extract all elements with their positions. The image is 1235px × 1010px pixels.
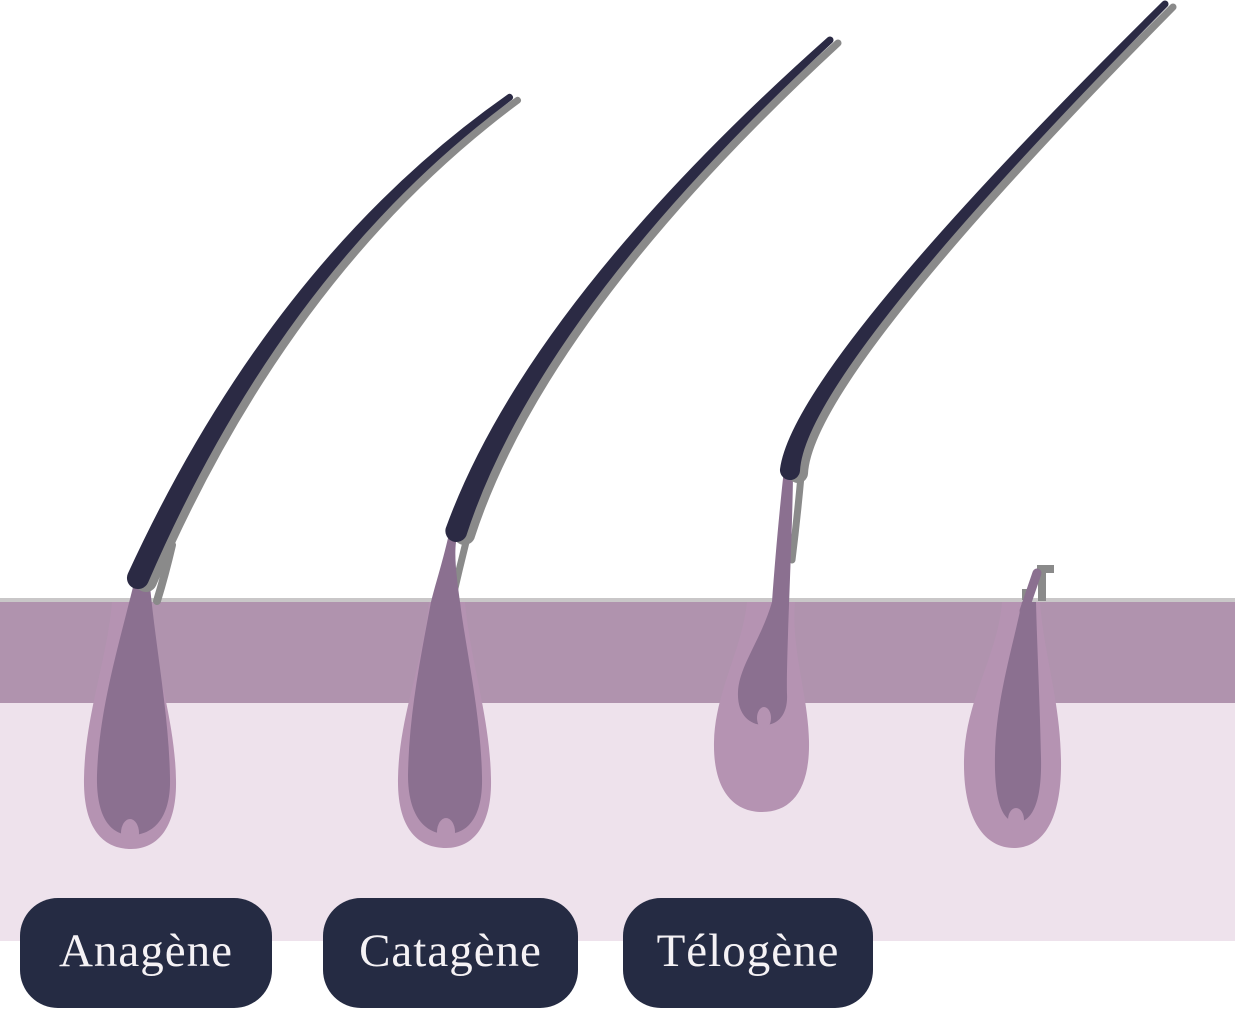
telogen-hair-root: [737, 465, 793, 725]
telogen-root-shadow: [788, 472, 805, 564]
new-hair-papilla: [1008, 808, 1024, 832]
new-hair-stub-shaft: [1019, 568, 1042, 616]
catagen-hair-root: [408, 532, 483, 834]
label-pill-anagene: Anagène: [20, 898, 272, 1008]
anagen-hair-root: [96, 578, 171, 835]
epidermis-top-line: [0, 598, 1235, 603]
hair-shaft-shadows: [134, 3, 1177, 593]
telogen-papilla: [757, 707, 771, 729]
anagene-label: Anagène: [58, 924, 234, 977]
new-hair-root: [994, 602, 1042, 822]
telogene-label: Télogène: [656, 924, 840, 977]
telogen-shaft-shadow: [787, 3, 1177, 484]
label-pill-telogene: Télogène: [623, 898, 873, 1008]
anagen-hair-shaft: [126, 93, 513, 590]
label-pill-catagene: Catagène: [323, 898, 578, 1008]
hair-roots: [96, 465, 1042, 835]
hair-shafts: [126, 0, 1169, 590]
new-hair-stub: [1019, 565, 1054, 616]
catagen-papilla: [437, 818, 455, 846]
anagen-papilla: [121, 819, 139, 847]
new-hair-stub-hook: [1037, 565, 1054, 573]
catagene-label: Catagène: [359, 924, 542, 977]
anagen-shaft-shadow: [134, 96, 521, 593]
dermal-papillae: [121, 707, 1024, 847]
